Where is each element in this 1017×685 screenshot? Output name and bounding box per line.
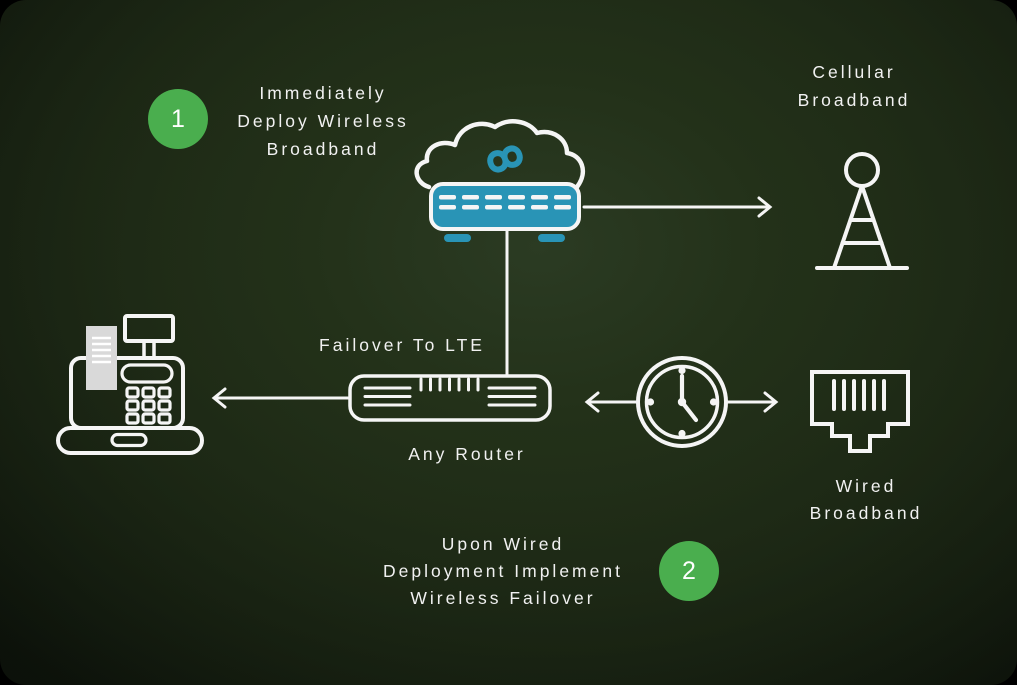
clock-icon [636,356,728,448]
cloud-icon [414,119,586,190]
arrowhead-to-cellular-icon [757,196,773,218]
any-router-label: Any Router [408,444,526,464]
cellular-broadband-label: Cellular Broadband [797,62,911,110]
ethernet-jack-icon [810,370,910,453]
receipt-icon [86,326,117,390]
wireless-router-icon [429,182,581,242]
step-1-label: Immediately Deploy Wireless Broadband [237,83,409,159]
any-router-icon [348,374,552,422]
lte-infinity-logo-icon [487,145,523,173]
pos-terminal-icon [56,314,204,455]
failover-to-lte-label: Failover To LTE [319,335,485,355]
step-1-number: 1 [171,104,185,133]
arrowhead-clock-right-icon [763,391,779,413]
wired-broadband-label: Wired Broadband [809,476,923,523]
cell-tower-icon [815,152,909,270]
step-2-badge: 2 [659,541,719,601]
step-2-label: Upon Wired Deployment Implement Wireless… [383,534,623,608]
arrowhead-to-pos-icon [211,387,227,409]
step-2-number: 2 [682,556,696,585]
step-1-badge: 1 [148,89,208,149]
arrowhead-clock-left-icon [584,391,600,413]
